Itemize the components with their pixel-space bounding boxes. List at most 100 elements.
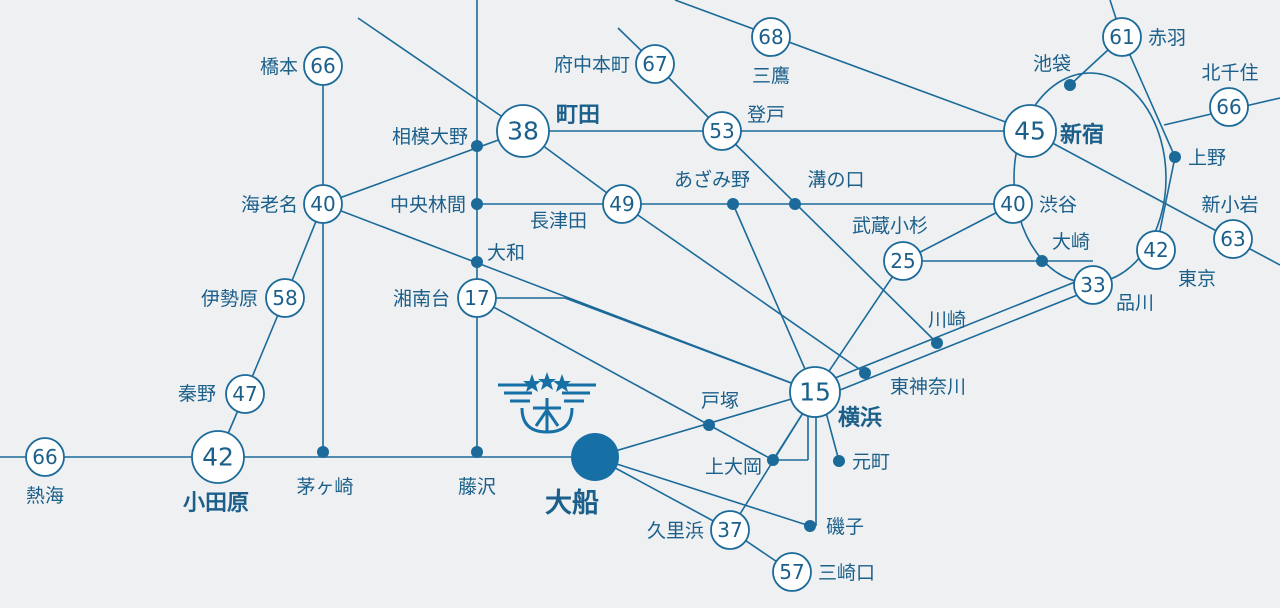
svg-text:42: 42	[1143, 238, 1168, 262]
station-dot-motomachi[interactable]	[833, 455, 845, 467]
svg-text:66: 66	[310, 54, 335, 78]
station-marker-odawara[interactable]: 42	[191, 430, 245, 484]
svg-text:40: 40	[310, 192, 335, 216]
station-marker-shinkoiwa[interactable]: 63	[1213, 219, 1253, 259]
station-dot-ikebukuro[interactable]	[1064, 79, 1076, 91]
station-dot-yamato[interactable]	[471, 256, 483, 268]
label-atami: 熱海	[26, 485, 64, 507]
label-musashikosugi: 武蔵小杉	[852, 215, 928, 237]
label-ebina: 海老名	[241, 194, 298, 216]
line-ofuna-kurihama	[594, 456, 731, 531]
label-akabane: 赤羽	[1148, 27, 1186, 49]
station-marker-tokyo[interactable]: 42	[1136, 230, 1176, 270]
station-dot-totsuka[interactable]	[703, 419, 715, 431]
label-yamato: 大和	[487, 242, 525, 264]
label-machida: 町田	[556, 103, 600, 128]
label-motomachi: 元町	[852, 451, 890, 473]
station-dot-ueno[interactable]	[1169, 151, 1181, 163]
station-marker-nagatsuta[interactable]: 49	[602, 184, 642, 224]
station-marker-isehara[interactable]: 58	[265, 278, 305, 318]
station-marker-shonandai[interactable]: 17	[457, 278, 497, 318]
minor-stations	[317, 79, 1181, 532]
label-shibuya: 渋谷	[1039, 194, 1077, 216]
station-dot-chigasaki[interactable]	[317, 446, 329, 458]
label-shinjuku: 新宿	[1060, 122, 1104, 148]
station-marker-misakiguchi[interactable]: 57	[772, 552, 812, 592]
svg-text:25: 25	[890, 249, 915, 273]
station-marker-noborito[interactable]: 53	[702, 111, 742, 151]
svg-text:37: 37	[717, 518, 742, 542]
station-marker-musashikosugi[interactable]: 25	[883, 241, 923, 281]
svg-text:66: 66	[32, 445, 57, 469]
svg-text:45: 45	[1014, 117, 1046, 146]
line-ofuna-isogo	[594, 456, 811, 527]
station-dot-chuorinkan[interactable]	[471, 198, 483, 210]
label-noborito: 登戸	[747, 104, 785, 126]
station-labels: 橋本 海老名 伊勢原 秦野 小田原 熱海 茅ヶ崎 藤沢 相模大野 中央林間 大和…	[26, 27, 1259, 584]
label-shonandai: 湘南台	[393, 288, 450, 310]
station-dot-kamiooka[interactable]	[767, 454, 779, 466]
label-shinkoiwa: 新小岩	[1201, 194, 1258, 216]
station-marker-akabane[interactable]: 61	[1102, 17, 1142, 57]
station-marker-shinjuku[interactable]: 45	[1003, 104, 1057, 158]
label-ofuna: 大船	[545, 487, 599, 519]
station-marker-atami[interactable]: 66	[25, 437, 65, 477]
station-marker-hadano[interactable]: 47	[225, 374, 265, 414]
svg-text:68: 68	[758, 25, 783, 49]
station-marker-hashimoto[interactable]: 66	[303, 46, 343, 86]
label-mizonokuchi: 溝の口	[807, 169, 864, 191]
station-dot-mizonokuchi[interactable]	[789, 198, 801, 210]
station-marker-machida[interactable]: 38	[496, 104, 550, 158]
label-higashikanagawa: 東神奈川	[890, 376, 966, 398]
svg-text:57: 57	[779, 560, 804, 584]
label-misakiguchi: 三崎口	[818, 562, 875, 584]
svg-text:15: 15	[799, 378, 831, 407]
line-kosugi-yokohama	[814, 260, 904, 393]
label-chuorinkan: 中央林間	[390, 194, 466, 216]
label-azamino: あざみ野	[674, 168, 750, 191]
numbered-stations: 66 40 58 47 42 66 17 38 49 67 53 68 25 4…	[25, 17, 1253, 592]
line-kosugi-shibuya	[902, 203, 1014, 262]
svg-text:40: 40	[1000, 192, 1025, 216]
line-yokohama-shinagawa-b	[819, 289, 1091, 399]
hub-dot[interactable]	[571, 433, 619, 481]
station-dot-sagamiono[interactable]	[471, 140, 483, 152]
station-marker-fuchuhonmachi[interactable]: 67	[635, 44, 675, 84]
station-marker-kurihama[interactable]: 37	[710, 510, 750, 550]
svg-text:67: 67	[642, 52, 667, 76]
line-yokohama-kurihama	[729, 404, 809, 531]
station-marker-shinagawa[interactable]: 33	[1073, 265, 1113, 305]
label-ikebukuro: 池袋	[1033, 53, 1071, 75]
label-tokyo: 東京	[1178, 268, 1216, 290]
station-marker-shibuya[interactable]: 40	[993, 184, 1033, 224]
station-dot-azamino[interactable]	[727, 198, 739, 210]
station-dot-kawasaki[interactable]	[931, 337, 943, 349]
line-akabane-ueno	[1121, 36, 1176, 158]
station-dot-higashikanagawa[interactable]	[859, 367, 871, 379]
label-hashimoto: 橋本	[260, 56, 298, 78]
label-isogo: 磯子	[826, 516, 864, 538]
line-mitaka-shinjuku	[674, 0, 1031, 132]
station-marker-ebina[interactable]: 40	[303, 184, 343, 224]
label-chigasaki: 茅ヶ崎	[296, 476, 353, 498]
station-marker-yokohama[interactable]: 15	[789, 366, 841, 418]
label-kurihama: 久里浜	[647, 520, 704, 542]
line-azamino-yokohama	[732, 203, 816, 393]
label-fujisawa: 藤沢	[458, 476, 496, 498]
station-dot-osaki[interactable]	[1036, 255, 1048, 267]
station-dot-fujisawa[interactable]	[471, 446, 483, 458]
label-isehara: 伊勢原	[201, 288, 258, 310]
hub-ofuna[interactable]	[498, 372, 619, 481]
station-marker-mitaka[interactable]: 68	[751, 17, 791, 57]
svg-text:33: 33	[1080, 273, 1105, 297]
station-dot-isogo[interactable]	[804, 520, 816, 532]
line-shonandai-kamiooka	[476, 297, 774, 461]
svg-text:61: 61	[1109, 25, 1134, 49]
station-marker-kitasenju[interactable]: 66	[1209, 87, 1249, 127]
label-hadano: 秦野	[178, 383, 216, 405]
label-sagamiono: 相模大野	[392, 126, 468, 148]
label-ueno: 上野	[1188, 147, 1226, 169]
label-odawara: 小田原	[183, 491, 249, 516]
line-ebina-machida	[322, 130, 524, 205]
